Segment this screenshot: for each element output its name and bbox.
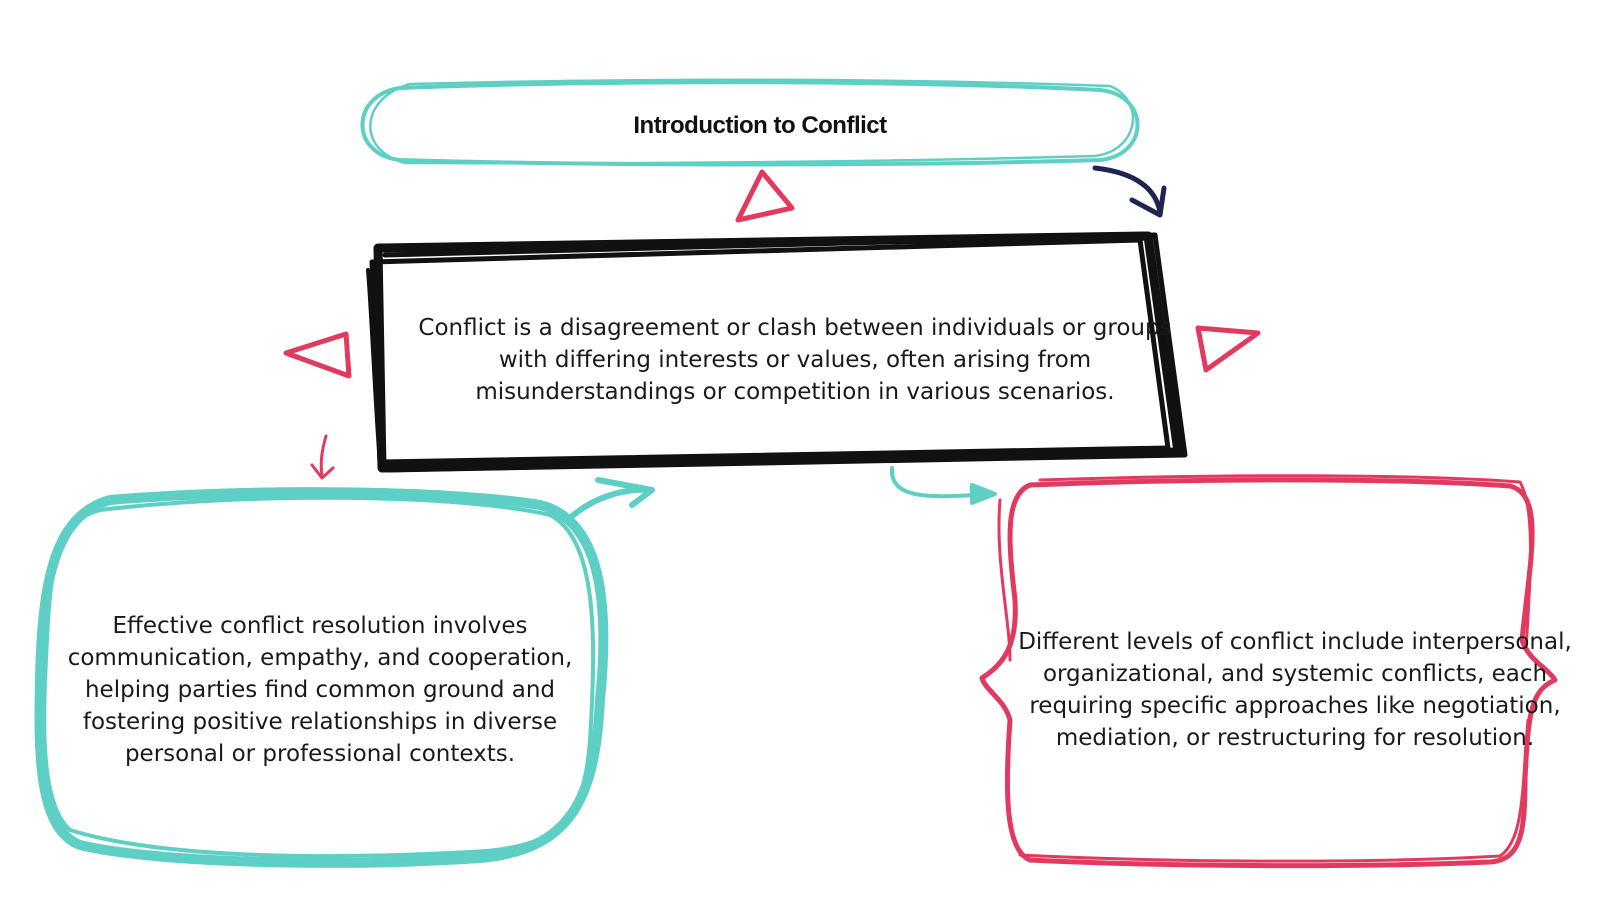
left-node: [34, 487, 609, 868]
arrow-title-to-center: [1092, 165, 1167, 218]
right-node-text: Different levels of conflict include int…: [1018, 629, 1572, 751]
right-node: [979, 474, 1558, 869]
center-node-text: Conflict is a disagreement or clash betw…: [418, 315, 1172, 405]
title-label: Introduction to Conflict: [633, 112, 887, 139]
arrow-center-to-left: [310, 434, 335, 480]
title-node: [360, 78, 1140, 167]
center-node: [366, 231, 1188, 473]
triangle-right: [1195, 325, 1261, 373]
triangle-left: [283, 331, 352, 379]
triangle-top: [735, 169, 795, 223]
arrow-left-to-center: [567, 477, 655, 521]
arrow-center-to-right: [889, 466, 997, 505]
left-node-text: Effective conflict resolution involves c…: [67, 613, 573, 767]
